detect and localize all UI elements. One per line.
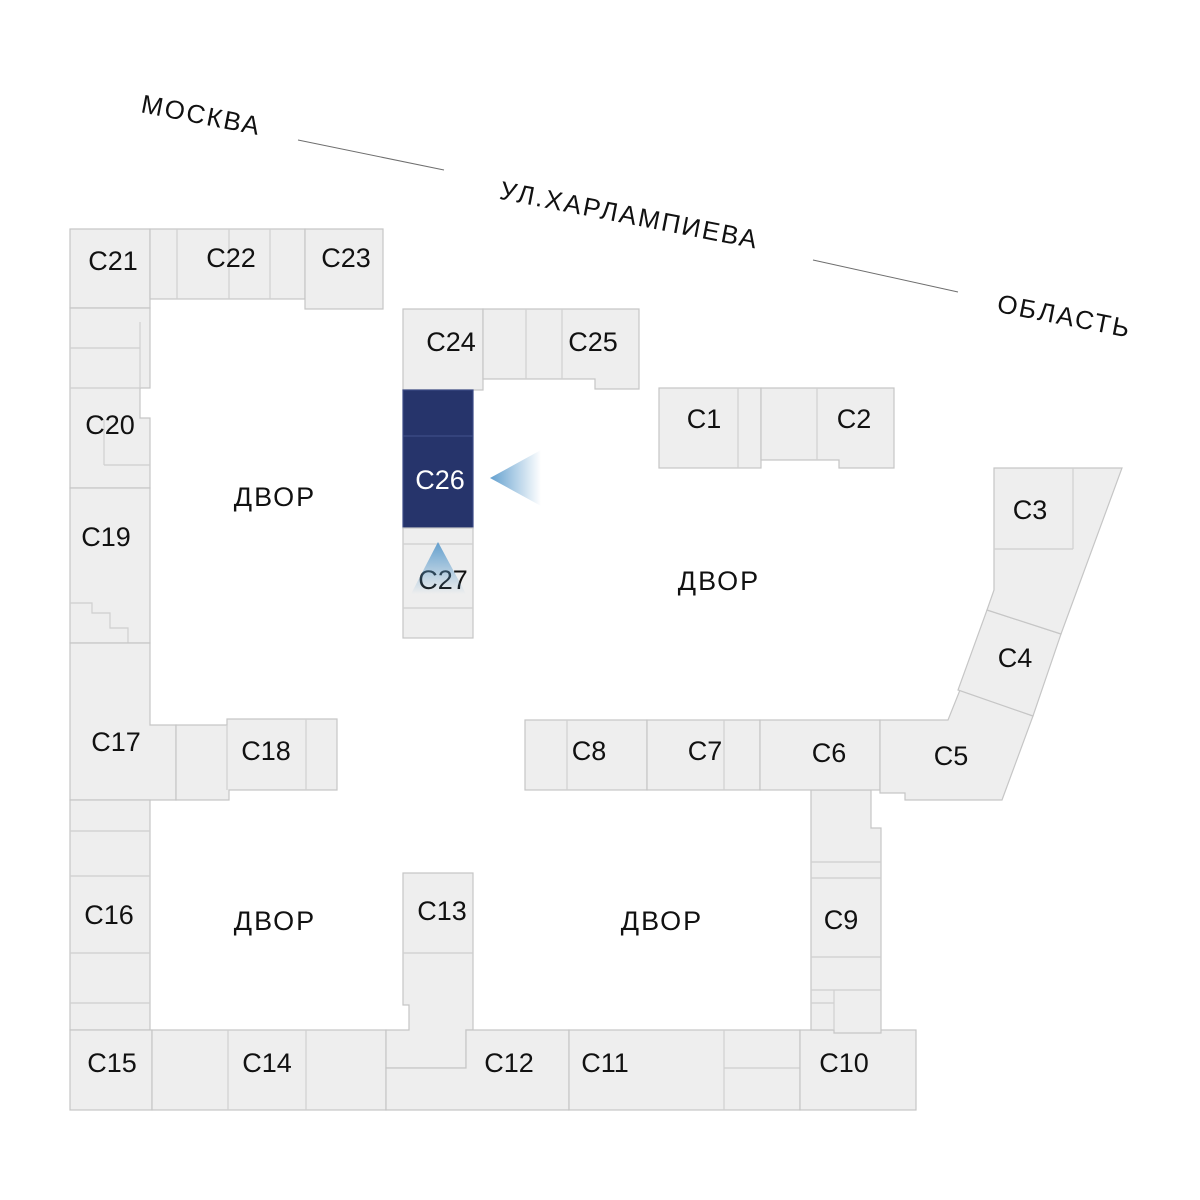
section-c4[interactable]: С4 <box>957 609 1062 717</box>
section-c18[interactable]: С18 <box>175 718 338 801</box>
section-c25-label: С25 <box>568 327 618 357</box>
street-name: УЛ.ХАРЛАМПИЕВА <box>497 175 761 255</box>
section-c22[interactable]: С22 <box>149 228 306 300</box>
section-c17-label: С17 <box>91 727 141 757</box>
section-c15[interactable]: С15 <box>69 1029 153 1111</box>
section-c19[interactable]: С19 <box>69 487 151 644</box>
section-c26[interactable]: С26 <box>402 389 474 529</box>
yard-label-northeast: ДВОР <box>678 566 760 596</box>
section-c20[interactable]: С20 <box>69 307 151 489</box>
section-c21[interactable]: С21 <box>69 228 151 309</box>
section-c3[interactable]: С3 <box>986 467 1123 635</box>
section-c10[interactable]: С10 <box>799 1029 917 1111</box>
section-c22-label: С22 <box>206 243 256 273</box>
street-label: МОСКВА УЛ.ХАРЛАМПИЕВА ОБЛАСТЬ <box>139 89 1134 344</box>
section-c16[interactable]: С16 <box>69 799 151 1031</box>
section-c14-label: С14 <box>242 1048 292 1078</box>
section-c11-label: С11 <box>581 1048 629 1078</box>
section-c21-label: С21 <box>88 246 138 276</box>
section-c7[interactable]: С7 <box>646 719 761 791</box>
section-c5[interactable]: С5 <box>879 689 1034 801</box>
section-c6-label: С6 <box>812 738 847 768</box>
section-c25[interactable]: С25 <box>482 308 640 390</box>
view-cone-icon <box>490 450 541 506</box>
street-line-1 <box>297 139 445 171</box>
section-c9[interactable]: С9 <box>810 789 882 1034</box>
section-c20-label: С20 <box>85 410 135 440</box>
section-c2-label: С2 <box>837 404 872 434</box>
view-cone-icon <box>411 542 466 594</box>
section-c13[interactable]: С13 <box>385 872 474 1069</box>
section-c9-label: С9 <box>824 905 859 935</box>
street-region: ОБЛАСТЬ <box>995 288 1134 343</box>
section-c12-label: С12 <box>484 1048 534 1078</box>
section-c12[interactable]: С12 <box>385 1029 570 1111</box>
section-c10-label: С10 <box>819 1048 869 1078</box>
section-c7-label: С7 <box>688 736 723 766</box>
section-c6[interactable]: С6 <box>759 719 881 791</box>
section-c17[interactable]: С17 <box>69 642 177 801</box>
section-c16-label: С16 <box>84 900 134 930</box>
section-c15-label: С15 <box>87 1048 137 1078</box>
section-c19-label: С19 <box>81 522 131 552</box>
section-c5-label: С5 <box>934 741 969 771</box>
section-c11[interactable]: С11 <box>568 1029 801 1111</box>
section-c18-label: С18 <box>241 736 291 766</box>
section-c13-label: С13 <box>417 896 467 926</box>
yard-label-southwest: ДВОР <box>234 906 316 936</box>
section-c14[interactable]: С14 <box>151 1029 387 1111</box>
street-city: МОСКВА <box>139 89 264 142</box>
section-c3-label: С3 <box>1013 495 1048 525</box>
section-c4-label: С4 <box>998 643 1033 673</box>
section-c1[interactable]: С1 <box>658 387 762 469</box>
section-c23[interactable]: С23 <box>304 228 384 310</box>
section-c8-label: С8 <box>572 736 607 766</box>
section-c24-label: С24 <box>426 327 476 357</box>
section-c8[interactable]: С8 <box>524 719 648 791</box>
section-c2[interactable]: С2 <box>760 387 895 469</box>
section-c23-label: С23 <box>321 243 371 273</box>
section-c24[interactable]: С24 <box>402 308 484 391</box>
street-line-2 <box>812 259 959 293</box>
yard-label-southeast: ДВОР <box>621 906 703 936</box>
section-c1-label: С1 <box>687 404 722 434</box>
yard-label-northwest: ДВОР <box>234 482 316 512</box>
section-c26-label: С26 <box>415 465 465 495</box>
